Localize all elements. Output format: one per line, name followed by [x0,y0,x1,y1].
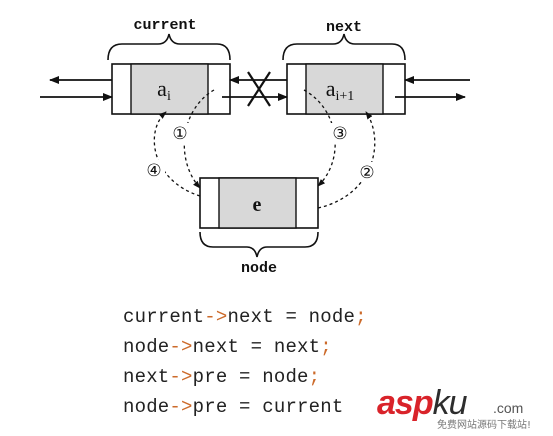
step4-arrow [153,111,201,197]
aspku-watermark: aspku .com 免费网站源码下载站! [377,384,547,431]
step2-arrow [317,111,376,209]
step3-arrow [303,89,336,187]
current-label: current [133,17,196,34]
step3-number: ③ [332,124,347,144]
code-line-4: node->pre = current [123,396,344,418]
broken-link-x-mark [247,71,271,107]
next-brace [282,33,406,61]
code-line-1: current->next = node; [123,306,367,328]
step1-number: ① [172,124,187,144]
current-brace [107,33,231,61]
node-ai-label: ai [157,76,171,104]
code-line-2: node->next = next; [123,336,332,358]
linked-list-insert-diagram: current next ai ai+1 e node ① ② ③ ④ [40,17,470,277]
node-ai1-label: ai+1 [326,76,355,104]
code-line-3: next->pre = node; [123,366,321,388]
code-block: current->next = node; node->next = next;… [0,298,420,436]
node-e: e [199,177,319,229]
step4-number: ④ [146,161,161,181]
node-brace [199,231,319,258]
step2-number: ② [359,163,374,183]
watermark-logo: aspku [377,384,468,422]
node-e-label: e [253,194,262,216]
node-ai: ai [111,63,231,115]
diagram-canvas: current next ai ai+1 e node ① ② ③ ④ [40,17,470,277]
watermark-dotcom: .com [493,400,524,416]
watermark-tagline: 免费网站源码下载站! [437,420,532,431]
next-label: next [326,19,362,36]
node-label: node [241,260,277,277]
node-ai1: ai+1 [286,63,406,115]
